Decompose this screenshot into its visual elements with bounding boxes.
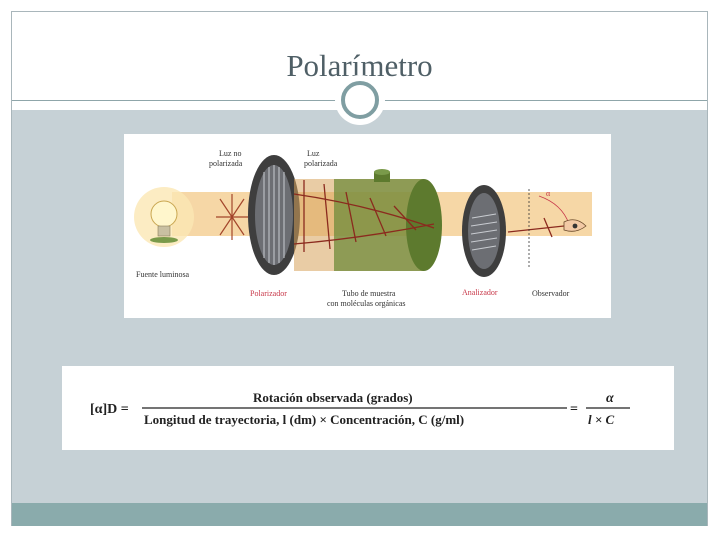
output-ray: [507, 217, 565, 238]
title-divider-right: [383, 100, 707, 101]
eye-icon: [563, 219, 587, 232]
light-bulb-icon: [134, 187, 194, 247]
formula-equals: =: [570, 402, 578, 417]
formula-rhs-denominator: l × C: [588, 412, 615, 427]
label-polarized-light-2: polarizada: [304, 159, 338, 168]
angle-symbol: α: [546, 189, 551, 198]
divider-circle-ornament: [335, 75, 385, 125]
formula-numerator: Rotación observada (grados): [253, 390, 413, 405]
formula-denominator: Longitud de trayectoria, l (dm) × Concen…: [144, 412, 464, 427]
label-analyzer: Analizador: [462, 288, 498, 297]
sample-tube: [294, 169, 442, 271]
label-unpolarized-light-1: Luz no: [219, 149, 241, 158]
formula-lhs: [α]D =: [90, 402, 129, 417]
footer-bar: [12, 503, 707, 526]
label-unpolarized-light-2: polarizada: [209, 159, 243, 168]
title-divider-left: [12, 100, 337, 101]
analyzer-disc: [462, 185, 506, 277]
specific-rotation-formula: [α]D = Rotación observada (grados) Longi…: [62, 366, 674, 450]
label-polarizer: Polarizador: [250, 289, 287, 298]
label-polarized-light-1: Luz: [307, 149, 320, 158]
label-sample-tube-1: Tubo de muestra: [342, 289, 396, 298]
polarizer-disc: [248, 155, 300, 275]
polarimeter-diagram: α Luz no polarizada Luz polarizada Fuent…: [124, 134, 611, 318]
formula-rhs-numerator: α: [606, 391, 614, 406]
label-observer: Observador: [532, 289, 570, 298]
label-sample-tube-2: con moléculas orgánicas: [327, 299, 406, 308]
label-light-source: Fuente luminosa: [136, 270, 190, 279]
unpolarized-rays: [216, 194, 248, 240]
rotating-ray: [293, 180, 435, 252]
